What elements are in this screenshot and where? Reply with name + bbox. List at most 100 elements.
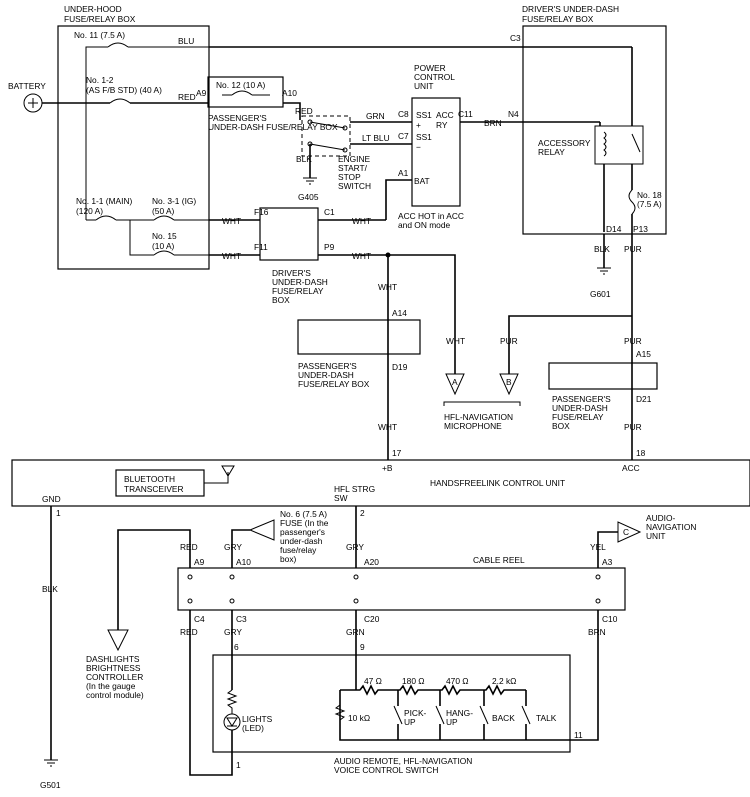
wire-pur-mic-b [508, 315, 632, 374]
pin6: 6 [234, 642, 239, 652]
wire-gry-fuse6 [231, 529, 250, 568]
passenger-right-label-4: BOX [552, 421, 570, 431]
fuse-main-label-1: No. 1-1 (MAIN) [76, 196, 133, 206]
fuse11-symbol [107, 42, 129, 48]
term-c3-bottom: C3 [236, 614, 247, 624]
term-c7: C7 [398, 131, 409, 141]
passenger-right-label-1: PASSENGER'S [552, 394, 611, 404]
term-f11: F11 [254, 242, 268, 252]
mic-label-1: HFL-NAVIGATION [444, 412, 513, 422]
term-c8: C8 [398, 109, 409, 119]
wire-wht-label-6: WHT [378, 282, 397, 292]
pin9: 9 [360, 642, 365, 652]
drivers-underdash-box [522, 25, 667, 235]
led-icon [223, 713, 241, 731]
wire-gry-label-1: GRY [346, 542, 364, 552]
wire-wht-label-4: WHT [352, 251, 371, 261]
wire-yel-label: YEL [590, 542, 606, 552]
switch-talk-icon[interactable] [521, 705, 531, 725]
wire-red-2 [283, 102, 301, 120]
wire-red-label: RED [178, 92, 196, 102]
hfl-strg-2: SW [334, 493, 348, 503]
term-c1: C1 [324, 207, 335, 217]
lights-label-2: (LED) [242, 723, 264, 733]
r-470: 470 Ω [446, 676, 469, 686]
relay-coil-icon [603, 131, 607, 157]
audio-nav-label-3: UNIT [646, 531, 666, 541]
antenna-icon [204, 465, 235, 484]
pcu-ss1-plus: SS1 [416, 110, 432, 120]
r-2200: 2.2 kΩ [492, 676, 516, 686]
wire-wht-label-1: WHT [222, 216, 241, 226]
dashlights-label-1: DASHLIGHTS [86, 654, 140, 664]
passenger-mid-label-3: FUSE/RELAY BOX [298, 379, 370, 389]
pin-b: +B [382, 463, 393, 473]
drivers-mid-label-1: DRIVER'S [272, 268, 311, 278]
dashlights-connector [107, 629, 129, 652]
pin18: 18 [636, 448, 646, 458]
switch-pickup-icon[interactable] [393, 705, 403, 725]
audio-remote-label-2: VOICE CONTROL SWITCH [334, 765, 438, 775]
pcu-label-2: CONTROL [414, 72, 455, 82]
fuse12p-label: No. 12 (10 A) [216, 80, 266, 90]
battery-label: BATTERY [8, 81, 46, 91]
pcu-minus: − [416, 142, 421, 152]
term-a14: A14 [392, 308, 407, 318]
accessory-relay-label-1: ACCESSORY [538, 138, 591, 148]
pickup-label-1: PICK- [404, 708, 427, 718]
r-47: 47 Ω [364, 676, 382, 686]
fuse6-note-2: FUSE (In the [280, 518, 329, 528]
ground-g601-icon [597, 267, 611, 275]
underhood-label-1: UNDER-HOOD [64, 4, 122, 14]
acc-note-1: ACC HOT in ACC [398, 211, 464, 221]
fuse31-label-1: No. 3-1 (IG) [152, 196, 196, 206]
fuse18-label-2: (7.5 A) [637, 199, 662, 209]
switch-back-icon[interactable] [479, 705, 489, 725]
connector-a [445, 373, 465, 396]
term-a1: A1 [398, 168, 409, 178]
underhood-box [57, 25, 210, 270]
cable-reel-label: CABLE REEL [473, 555, 525, 565]
wire-yel [597, 531, 618, 568]
wire-ltblu-label: LT BLU [362, 133, 390, 143]
r-180: 180 Ω [402, 676, 425, 686]
mic-bracket [443, 401, 521, 406]
switch-hangup-icon[interactable] [435, 705, 445, 725]
fuse6-note-1: No. 6 (7.5 A) [280, 509, 327, 519]
mic-label-2: MICROPHONE [444, 421, 502, 431]
dashlights-label-5: control module) [86, 690, 144, 700]
term-p9: P9 [324, 242, 335, 252]
term-c11: C11 [458, 109, 473, 119]
hangup-label-2: UP [446, 717, 458, 727]
connector-a-label: A [452, 377, 458, 387]
resistor-ladder [340, 684, 526, 696]
drivers-mid-label-4: BOX [272, 295, 290, 305]
gnd-label: GND [42, 494, 61, 504]
fuse6-note-5: fuse/relay [280, 545, 317, 555]
wire-wht-label-3: WHT [222, 251, 241, 261]
passenger-box-top [207, 76, 284, 108]
engine-switch-label-2: START/ [338, 163, 368, 173]
ground-g501: G501 [40, 780, 61, 790]
engine-switch-label-4: SWITCH [338, 181, 371, 191]
connector-c [617, 521, 642, 543]
passenger-box-top-label-1: PASSENGER'S [208, 113, 267, 123]
wire-gry-label-2: GRY [224, 542, 242, 552]
pcu-plus: + [416, 120, 421, 130]
accessory-relay-label-2: RELAY [538, 147, 565, 157]
term-a20: A20 [364, 557, 379, 567]
hangup-label-1: HANG- [446, 708, 473, 718]
drivers-box-label-1: DRIVER'S UNDER-DASH [522, 4, 619, 14]
acc-note-2: and ON mode [398, 220, 450, 230]
fuse15-label-2: (10 A) [152, 241, 175, 251]
fuse15-label-1: No. 15 [152, 231, 177, 241]
ground-g601: G601 [590, 289, 611, 299]
fuse12-symbol [109, 98, 131, 104]
pin2: 2 [360, 508, 365, 518]
drivers-mid-label-3: FUSE/RELAY [272, 286, 324, 296]
wire-wht-f11 [209, 254, 456, 374]
fuse6-connector [248, 519, 275, 541]
wire-red-label-4: RED [180, 627, 198, 637]
wire-fuse15 [129, 220, 209, 256]
